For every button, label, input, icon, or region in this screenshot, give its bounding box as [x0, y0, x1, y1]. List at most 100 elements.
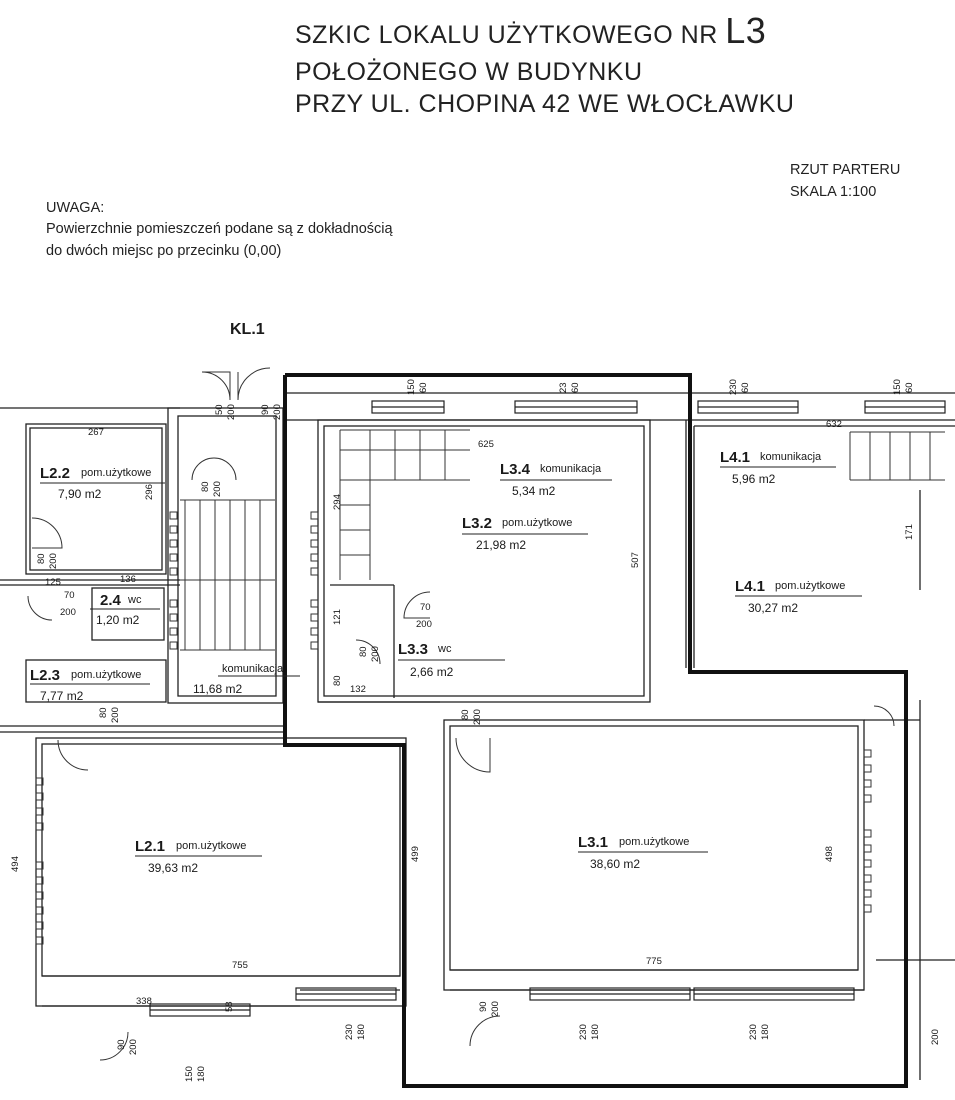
dim-294: 294: [332, 494, 343, 510]
room-area-l32: 21,98 m2: [476, 538, 526, 552]
room-area-l31: 38,60 m2: [590, 857, 640, 871]
room-type-l34: komunikacja: [540, 463, 602, 475]
door-10-height: 200: [930, 1029, 941, 1045]
window-5-sill: 180: [356, 1024, 367, 1040]
staircase-label: KL.1: [230, 321, 265, 338]
room-id-l32: L3.2: [462, 515, 492, 532]
door-2-width: 90: [260, 404, 271, 415]
door-9-width: 90: [116, 1039, 127, 1050]
dim-625: 625: [478, 439, 494, 450]
dim-775: 775: [646, 956, 662, 967]
door-7-width: 80: [460, 709, 471, 720]
door-7-height: 200: [472, 709, 483, 725]
stairs: [180, 429, 945, 651]
room-area-stair: 11,68 m2: [193, 682, 242, 696]
room-area-l23: 7,77 m2: [40, 689, 84, 703]
room-type-l41b: pom.użytkowe: [775, 580, 845, 592]
dim-494: 494: [10, 856, 21, 872]
room-id-l24: 2.4: [100, 592, 122, 609]
window-5-width: 230: [344, 1024, 355, 1040]
doors: [27, 367, 895, 1061]
door-6-height: 200: [110, 707, 121, 723]
window-7-width: 230: [748, 1024, 759, 1040]
dimensions-vertical: 296 294 507 121 80 171 494 499 498 58 50…: [10, 379, 941, 1082]
window-8-width: 150: [184, 1066, 195, 1082]
window-3-sill: 60: [740, 382, 751, 393]
label-underlines: [30, 466, 862, 857]
window-1-sill: 60: [418, 382, 429, 393]
room-type-l32: pom.użytkowe: [502, 517, 572, 529]
windows: [149, 400, 946, 1017]
dim-499: 499: [410, 846, 421, 862]
door-1-width: 50: [214, 404, 225, 415]
door-9-height: 200: [128, 1039, 139, 1055]
room-type-stair: komunikacja: [222, 663, 284, 675]
room-area-l41b: 30,27 m2: [748, 601, 798, 615]
note-line-2: do dwóch miejsc po przecinku (0,00): [46, 243, 282, 259]
dim-632: 632: [826, 419, 842, 430]
note-line-1: Powierzchnie pomieszczeń podane są z dok…: [46, 221, 393, 237]
room-id-l23: L2.3: [30, 667, 60, 684]
unit-boundary: [283, 373, 908, 1088]
dim-200a: 200: [60, 607, 76, 618]
room-type-l21: pom.użytkowe: [176, 840, 246, 852]
dim-80c: 80: [332, 675, 343, 686]
window-2-sill: 60: [570, 382, 581, 393]
room-id-l34: L3.4: [500, 461, 531, 478]
dim-507: 507: [630, 552, 641, 568]
door-4-width: 80: [36, 553, 47, 564]
door-8-width: 90: [478, 1001, 489, 1012]
unit-number: L3: [725, 10, 767, 51]
vent-marks: [35, 511, 872, 945]
dim-296: 296: [144, 484, 155, 500]
room-id-l21: L2.1: [135, 838, 165, 855]
dim-267: 267: [88, 427, 104, 438]
door-1-height: 200: [226, 404, 237, 420]
view-name: RZUT PARTERU: [790, 162, 901, 178]
dim-498: 498: [824, 846, 835, 862]
room-type-l22: pom.użytkowe: [81, 467, 151, 479]
door-6-width: 80: [98, 707, 109, 718]
door-2-height: 200: [272, 404, 283, 420]
room-area-l22: 7,90 m2: [58, 487, 102, 501]
title-line-2: POŁOŻONEGO W BUDYNKU: [295, 58, 643, 86]
room-area-l33: 2,66 m2: [410, 665, 454, 679]
door-4-height: 200: [48, 553, 59, 569]
dim-136: 136: [120, 574, 136, 585]
room-area-l21: 39,63 m2: [148, 861, 198, 875]
room-area-l41a: 5,96 m2: [732, 472, 776, 486]
room-type-l41a: komunikacja: [760, 451, 822, 463]
door-3-width: 80: [200, 481, 211, 492]
dim-200b: 200: [416, 619, 432, 630]
room-area-l34: 5,34 m2: [512, 484, 556, 498]
room-id-l22: L2.2: [40, 465, 70, 482]
window-1-width: 150: [406, 379, 417, 395]
dimensions-horizontal: 267 125 136 70 200 625 70 200 132 632 75…: [45, 419, 842, 1007]
window-6-width: 230: [578, 1024, 589, 1040]
dim-132: 132: [350, 684, 366, 695]
note-heading: UWAGA:: [46, 200, 105, 216]
room-type-l33: wc: [437, 643, 452, 655]
door-3-height: 200: [212, 481, 223, 497]
title-line-3: PRZY UL. CHOPINA 42 WE WŁOCŁAWKU: [295, 90, 795, 118]
dim-125: 125: [45, 577, 61, 588]
window-4-sill: 60: [904, 382, 915, 393]
window-8-sill: 180: [196, 1066, 207, 1082]
window-4-width: 150: [892, 379, 903, 395]
door-5-height: 200: [370, 646, 381, 662]
dim-171: 171: [904, 524, 915, 540]
window-7-sill: 180: [760, 1024, 771, 1040]
view-scale: SKALA 1:100: [790, 184, 877, 200]
drawing-title: SZKIC LOKALU UŻYTKOWEGO NR L3: [295, 10, 935, 52]
title-text: SZKIC LOKALU UŻYTKOWEGO NR: [295, 21, 718, 49]
room-id-l41b: L4.1: [735, 578, 765, 595]
room-type-l31: pom.użytkowe: [619, 836, 689, 848]
dim-755: 755: [232, 960, 248, 971]
room-id-l41a: L4.1: [720, 449, 750, 466]
dim-70a: 70: [64, 590, 75, 601]
room-type-l23: pom.użytkowe: [71, 669, 141, 681]
window-3-width: 230: [728, 379, 739, 395]
window-2-width: 23: [558, 382, 569, 393]
dim-121: 121: [332, 609, 343, 625]
